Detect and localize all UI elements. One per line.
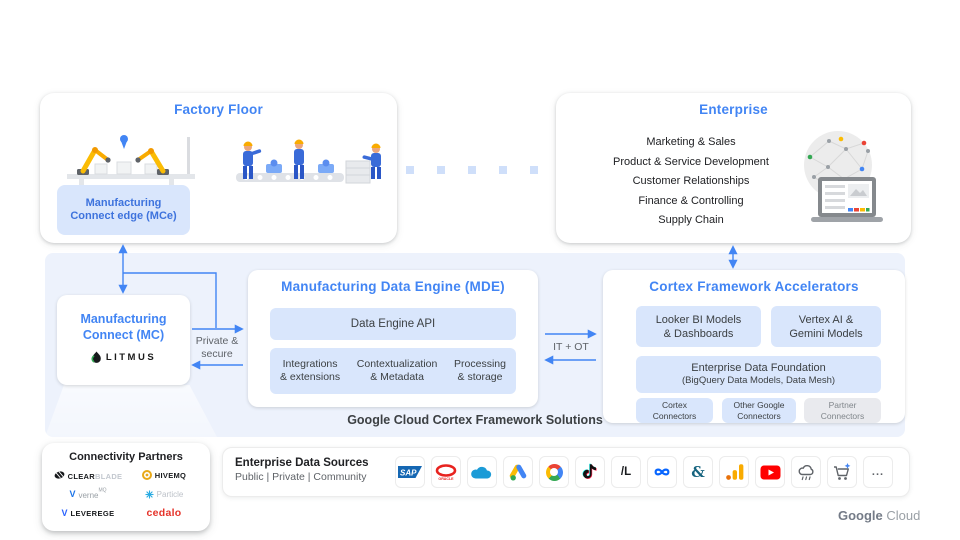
weather-icon	[791, 456, 821, 488]
factory-enterprise-dotted-link	[406, 166, 538, 174]
oracle-icon: ORACLE	[431, 456, 461, 488]
dot	[530, 166, 538, 174]
leverege-icon: V	[61, 508, 68, 518]
list-item: Product & Service Development	[613, 155, 769, 168]
enterprise-box: Enterprise Marketing & Sales Product & S…	[556, 93, 911, 243]
google-ads-icon	[503, 456, 533, 488]
mce-pill: Manufacturing Connect edge (MCe)	[57, 185, 190, 235]
worker-3	[362, 143, 381, 179]
particle-logo: Particle	[126, 487, 202, 501]
worker-1	[243, 141, 262, 179]
enterprise-data-sources-bar: Enterprise Data Sources Public | Private…	[222, 447, 910, 497]
clearblade-logo: CLEARBLADE	[50, 468, 126, 482]
partners-grid: CLEARBLADE HIVEMQ V verneMQ	[50, 468, 202, 520]
particle-icon	[145, 490, 154, 498]
sap-icon: SAP	[395, 456, 425, 488]
list-item: Finance & Controlling	[638, 194, 744, 207]
vertex-pill: Vertex AI & Gemini Models	[771, 306, 881, 347]
vernemq-icon: V	[69, 489, 76, 499]
factory-floor-title: Factory Floor	[174, 102, 263, 117]
clearblade-icon	[54, 471, 65, 479]
factory-floor-box: Factory Floor	[40, 93, 397, 243]
youtube-icon	[755, 456, 785, 488]
commerce-cart-icon	[827, 456, 857, 488]
leverege-logo: V LEVEREGE	[61, 508, 115, 518]
enterprise-title: Enterprise	[699, 102, 768, 117]
hivemq-logo: HIVEMQ	[126, 468, 202, 482]
worker-2	[294, 139, 304, 179]
list-item: Customer Relationships	[632, 175, 750, 187]
cortex-accelerators-box: Cortex Framework Accelerators Looker BI …	[603, 270, 905, 423]
factory-workers-illustration	[236, 139, 381, 184]
mde-box: Manufacturing Data Engine (MDE) Data Eng…	[248, 270, 538, 407]
mde-capabilities-pill: Integrations & extensions Contextualizat…	[270, 348, 516, 394]
svg-text:SAP: SAP	[400, 469, 417, 478]
globe-laptop-illustration	[804, 131, 883, 222]
private-secure-label: Private & secure	[195, 335, 239, 360]
tiktok-icon	[575, 456, 605, 488]
cedalo-logo: cedalo	[146, 507, 182, 519]
meta-icon	[647, 456, 677, 488]
connectivity-partners-title: Connectivity Partners	[69, 451, 183, 463]
partner-connectors-pill: Partner Connectors	[804, 398, 881, 423]
sources-title: Enterprise Data Sources	[235, 457, 369, 469]
enterprise-data-foundation-pill: Enterprise Data Foundation (BigQuery Dat…	[636, 356, 881, 393]
salesforce-icon	[467, 456, 497, 488]
dot	[468, 166, 476, 174]
robot-arms-illustration	[67, 135, 195, 188]
list-item: Marketing & Sales	[646, 136, 736, 148]
data-engine-api-pill: Data Engine API	[270, 308, 516, 340]
capability-integrations: Integrations & extensions	[280, 358, 341, 383]
mc-title-line2: Connect (MC)	[82, 328, 165, 342]
google-icon	[539, 456, 569, 488]
google-cloud-wordmark: Google Cloud	[838, 508, 921, 523]
looker-pill: Looker BI Models & Dashboards	[636, 306, 761, 347]
sources-label: Enterprise Data Sources Public | Private…	[235, 457, 369, 483]
manufacturing-connect-box: Manufacturing Connect (MC) LITMUS	[57, 295, 190, 385]
cortex-connectors-pill: Cortex Connectors	[636, 398, 713, 423]
source-tiles: SAP ORACLE	[395, 456, 893, 488]
hivemq-icon	[141, 470, 152, 480]
connectivity-partners-box: Connectivity Partners CLEARBLADE HIVEMQ	[42, 443, 210, 531]
laptop	[811, 177, 883, 222]
cortex-title: Cortex Framework Accelerators	[649, 279, 859, 294]
vernemq-logo: V verneMQ	[69, 487, 107, 500]
solutions-caption: Google Cloud Cortex Framework Solutions	[347, 413, 603, 427]
capability-contextualization: Contextualization & Metadata	[356, 358, 438, 383]
list-item: Supply Chain	[658, 214, 724, 226]
mde-title: Manufacturing Data Engine (MDE)	[281, 279, 505, 294]
mc-partners-funnel	[45, 385, 217, 437]
enterprise-functions-list: Marketing & Sales Product & Service Deve…	[586, 133, 796, 231]
mc-title-line1: Manufacturing	[80, 312, 167, 326]
sources-subtitle: Public | Private | Community	[235, 471, 367, 483]
litmus-icon	[91, 351, 101, 363]
it-ot-label: IT + OT	[553, 341, 589, 353]
google-analytics-icon	[719, 456, 749, 488]
mc-title: Manufacturing Connect (MC)	[57, 311, 190, 343]
svg-text:ORACLE: ORACLE	[438, 477, 454, 481]
litmus-logo: LITMUS	[57, 351, 190, 364]
dot	[437, 166, 445, 174]
capability-processing: Processing & storage	[454, 358, 506, 383]
dot	[406, 166, 414, 174]
liveramp-icon: /L	[611, 456, 641, 488]
dun-bradstreet-icon: &	[683, 456, 713, 488]
litmus-wordmark: LITMUS	[105, 352, 157, 363]
dot	[499, 166, 507, 174]
other-google-connectors-pill: Other Google Connectors	[722, 398, 796, 423]
more-sources-icon: ...	[863, 456, 893, 488]
